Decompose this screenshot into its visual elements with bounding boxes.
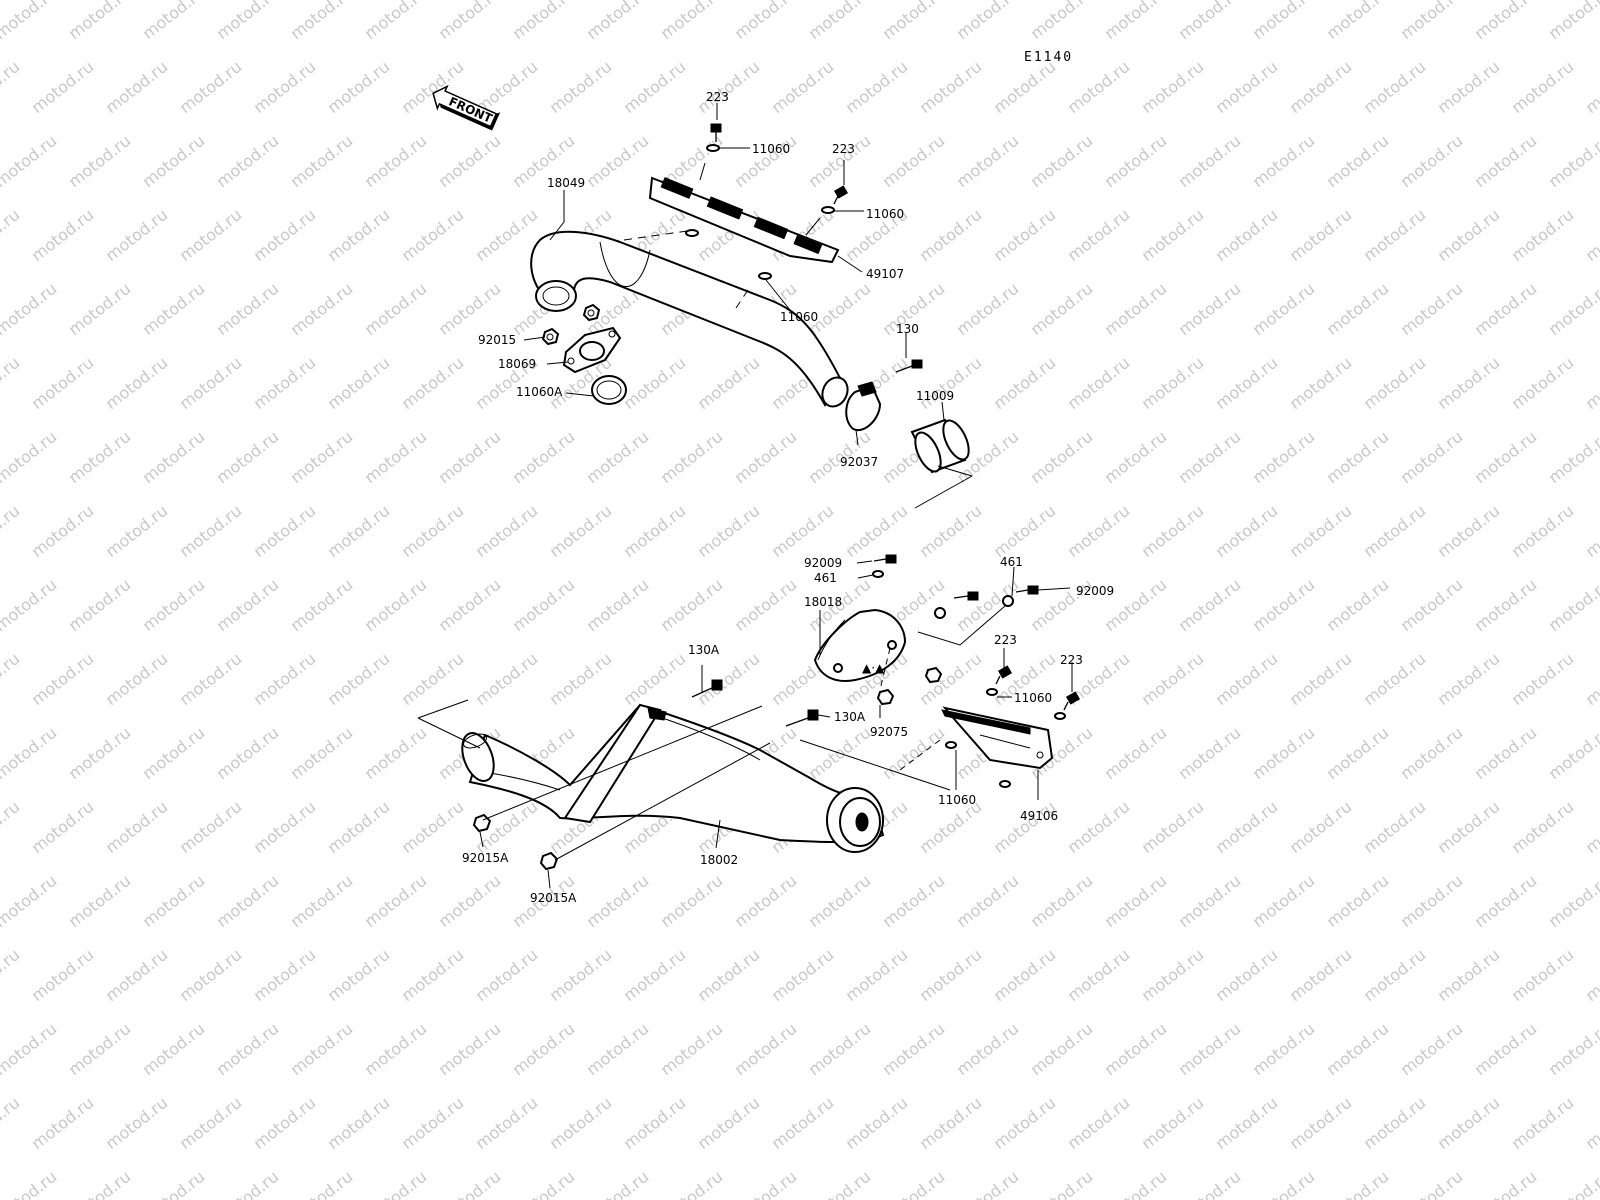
connector-sleeve (910, 418, 970, 474)
leader-lines-upper (523, 103, 973, 509)
part-labels: 223 11060 223 11060 18049 49107 11060 92… (462, 90, 1114, 905)
muffler (461, 703, 885, 853)
label-11009: 11009 (916, 389, 954, 403)
label-223: 223 (1060, 653, 1083, 667)
label-92075: 92075 (870, 725, 908, 739)
label-49107: 49107 (866, 267, 904, 281)
diagram-code: E1140 (1024, 50, 1073, 65)
bolt-icon (1063, 691, 1081, 711)
label-18018: 18018 (804, 595, 842, 609)
label-130: 130 (896, 322, 919, 336)
heat-guard-lower (941, 706, 1054, 770)
washer-icon (945, 741, 957, 749)
bolt-icon (710, 123, 722, 142)
grommet-icon (1002, 595, 1014, 607)
label-18069: 18069 (498, 357, 536, 371)
washer-icon (999, 780, 1011, 788)
grommet-icon (934, 607, 946, 619)
clamp-icon (845, 381, 882, 431)
spring-washer-icon (872, 570, 884, 578)
nut-icon (541, 327, 560, 346)
label-18049: 18049 (547, 176, 585, 190)
heat-guard-upper (648, 176, 840, 264)
nut-icon (472, 813, 492, 833)
bolt-icon (833, 185, 849, 205)
washer-icon (986, 688, 998, 696)
washer-icon (821, 206, 835, 214)
nut-icon (924, 666, 943, 684)
label-461: 461 (1000, 555, 1023, 569)
washer-icon (1054, 712, 1066, 720)
washer-icon (706, 144, 720, 152)
washer-icon (758, 272, 772, 280)
nut-icon (876, 688, 895, 706)
label-223: 223 (994, 633, 1017, 647)
label-92037: 92037 (840, 455, 878, 469)
label-11060: 11060 (752, 142, 790, 156)
label-18002: 18002 (700, 853, 738, 867)
bolt-icon (953, 591, 979, 601)
label-130a: 130A (688, 643, 720, 657)
muffler-cover: ▲·▲ (813, 608, 907, 682)
label-92009: 92009 (804, 556, 842, 570)
label-223: 223 (832, 142, 855, 156)
label-11060: 11060 (1014, 691, 1052, 705)
label-92015a: 92015A (462, 851, 509, 865)
label-223: 223 (706, 90, 729, 104)
bolt-icon (995, 665, 1013, 685)
label-92009: 92009 (1076, 584, 1114, 598)
exhaust-pipe (530, 230, 849, 408)
flange (562, 326, 622, 374)
bolt-icon (873, 554, 897, 564)
cover-marks: ▲·▲ (862, 661, 885, 675)
label-49106: 49106 (1020, 809, 1058, 823)
nut-icon (582, 303, 601, 322)
washer-icon (685, 229, 699, 237)
label-11060: 11060 (938, 793, 976, 807)
label-92015a: 92015A (530, 891, 577, 905)
label-11060a: 11060A (516, 385, 563, 399)
nut-icon (539, 851, 559, 871)
bolt-icon (895, 359, 923, 373)
label-461: 461 (814, 571, 837, 585)
label-11060: 11060 (866, 207, 904, 221)
label-92015: 92015 (478, 333, 516, 347)
label-130a: 130A (834, 710, 866, 724)
label-11060: 11060 (780, 310, 818, 324)
leader-lines-lower (417, 560, 1073, 889)
bolt-icon (691, 679, 723, 698)
gasket-ring (591, 375, 627, 405)
